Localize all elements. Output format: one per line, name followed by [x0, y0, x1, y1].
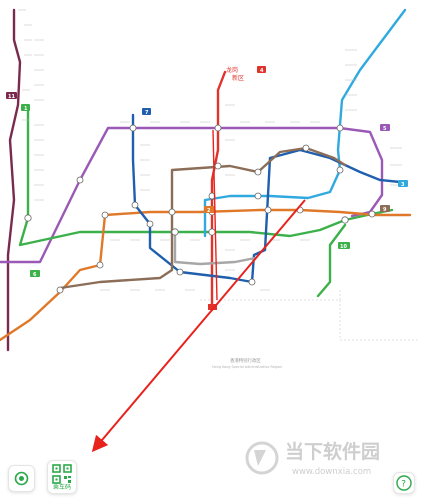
svg-text:6: 6 — [33, 272, 37, 278]
line-6 — [316, 223, 347, 298]
svg-text:9: 9 — [383, 207, 387, 213]
hk-zone-label: 香港特别行政区 — [230, 357, 261, 364]
line-3 — [203, 8, 407, 238]
watermark-logo-icon — [245, 441, 279, 475]
help-icon: ? — [396, 475, 412, 491]
line-11 — [6, 8, 22, 352]
svg-text:当下软件园: 当下软件园 — [285, 440, 380, 463]
locate-button[interactable] — [8, 465, 35, 492]
line-5 — [0, 126, 384, 264]
ride-code-button[interactable]: 乘车码 — [47, 460, 77, 494]
badge-line-2: 2 — [204, 206, 215, 214]
watermark: 当下软件园 www.downxia.com — [245, 440, 380, 477]
line-9 — [58, 146, 347, 290]
svg-text:7: 7 — [145, 110, 149, 116]
svg-text:www.downxia.com: www.downxia.com — [292, 467, 371, 477]
badge-line-7: 7 — [142, 108, 151, 116]
interchange-stations[interactable] — [24, 124, 376, 294]
badge-line-9: 9 — [380, 205, 390, 213]
callout-left: 龙岗 — [226, 66, 238, 74]
line-10 — [173, 230, 257, 266]
svg-text:?: ? — [401, 480, 406, 490]
hk-zone-label-en: Hong Kong Special Administrative Region — [212, 365, 282, 369]
line-badges: 11 1 7 4 3 9 2 10 5 6 — [6, 66, 408, 278]
badge-line-1: 1 — [21, 104, 30, 112]
locate-icon — [14, 471, 29, 486]
badge-line-5: 5 — [380, 124, 390, 132]
svg-text:11: 11 — [8, 94, 15, 100]
svg-text:1: 1 — [24, 106, 28, 112]
annotation-arrow — [91, 129, 306, 453]
station-ticks — [18, 9, 402, 291]
badge-line-3: 3 — [398, 180, 408, 188]
svg-text:5: 5 — [383, 126, 387, 132]
badge-line-11: 11 — [6, 92, 17, 100]
callout-right: 新区 — [232, 74, 244, 82]
svg-text:4: 4 — [260, 68, 264, 74]
help-button[interactable]: ? — [393, 472, 415, 494]
qr-code-icon — [52, 464, 72, 484]
badge-line-4: 4 — [257, 66, 266, 74]
metro-lines[interactable] — [0, 8, 412, 352]
ride-code-label: 乘车码 — [52, 484, 71, 491]
badge-line-6: 6 — [30, 270, 40, 278]
svg-text:2: 2 — [207, 208, 211, 214]
line4-terminal-tag — [208, 304, 217, 310]
svg-text:3: 3 — [401, 182, 405, 188]
badge-line-10: 10 — [338, 242, 350, 250]
border-lines — [200, 290, 420, 341]
svg-text:10: 10 — [340, 244, 347, 250]
